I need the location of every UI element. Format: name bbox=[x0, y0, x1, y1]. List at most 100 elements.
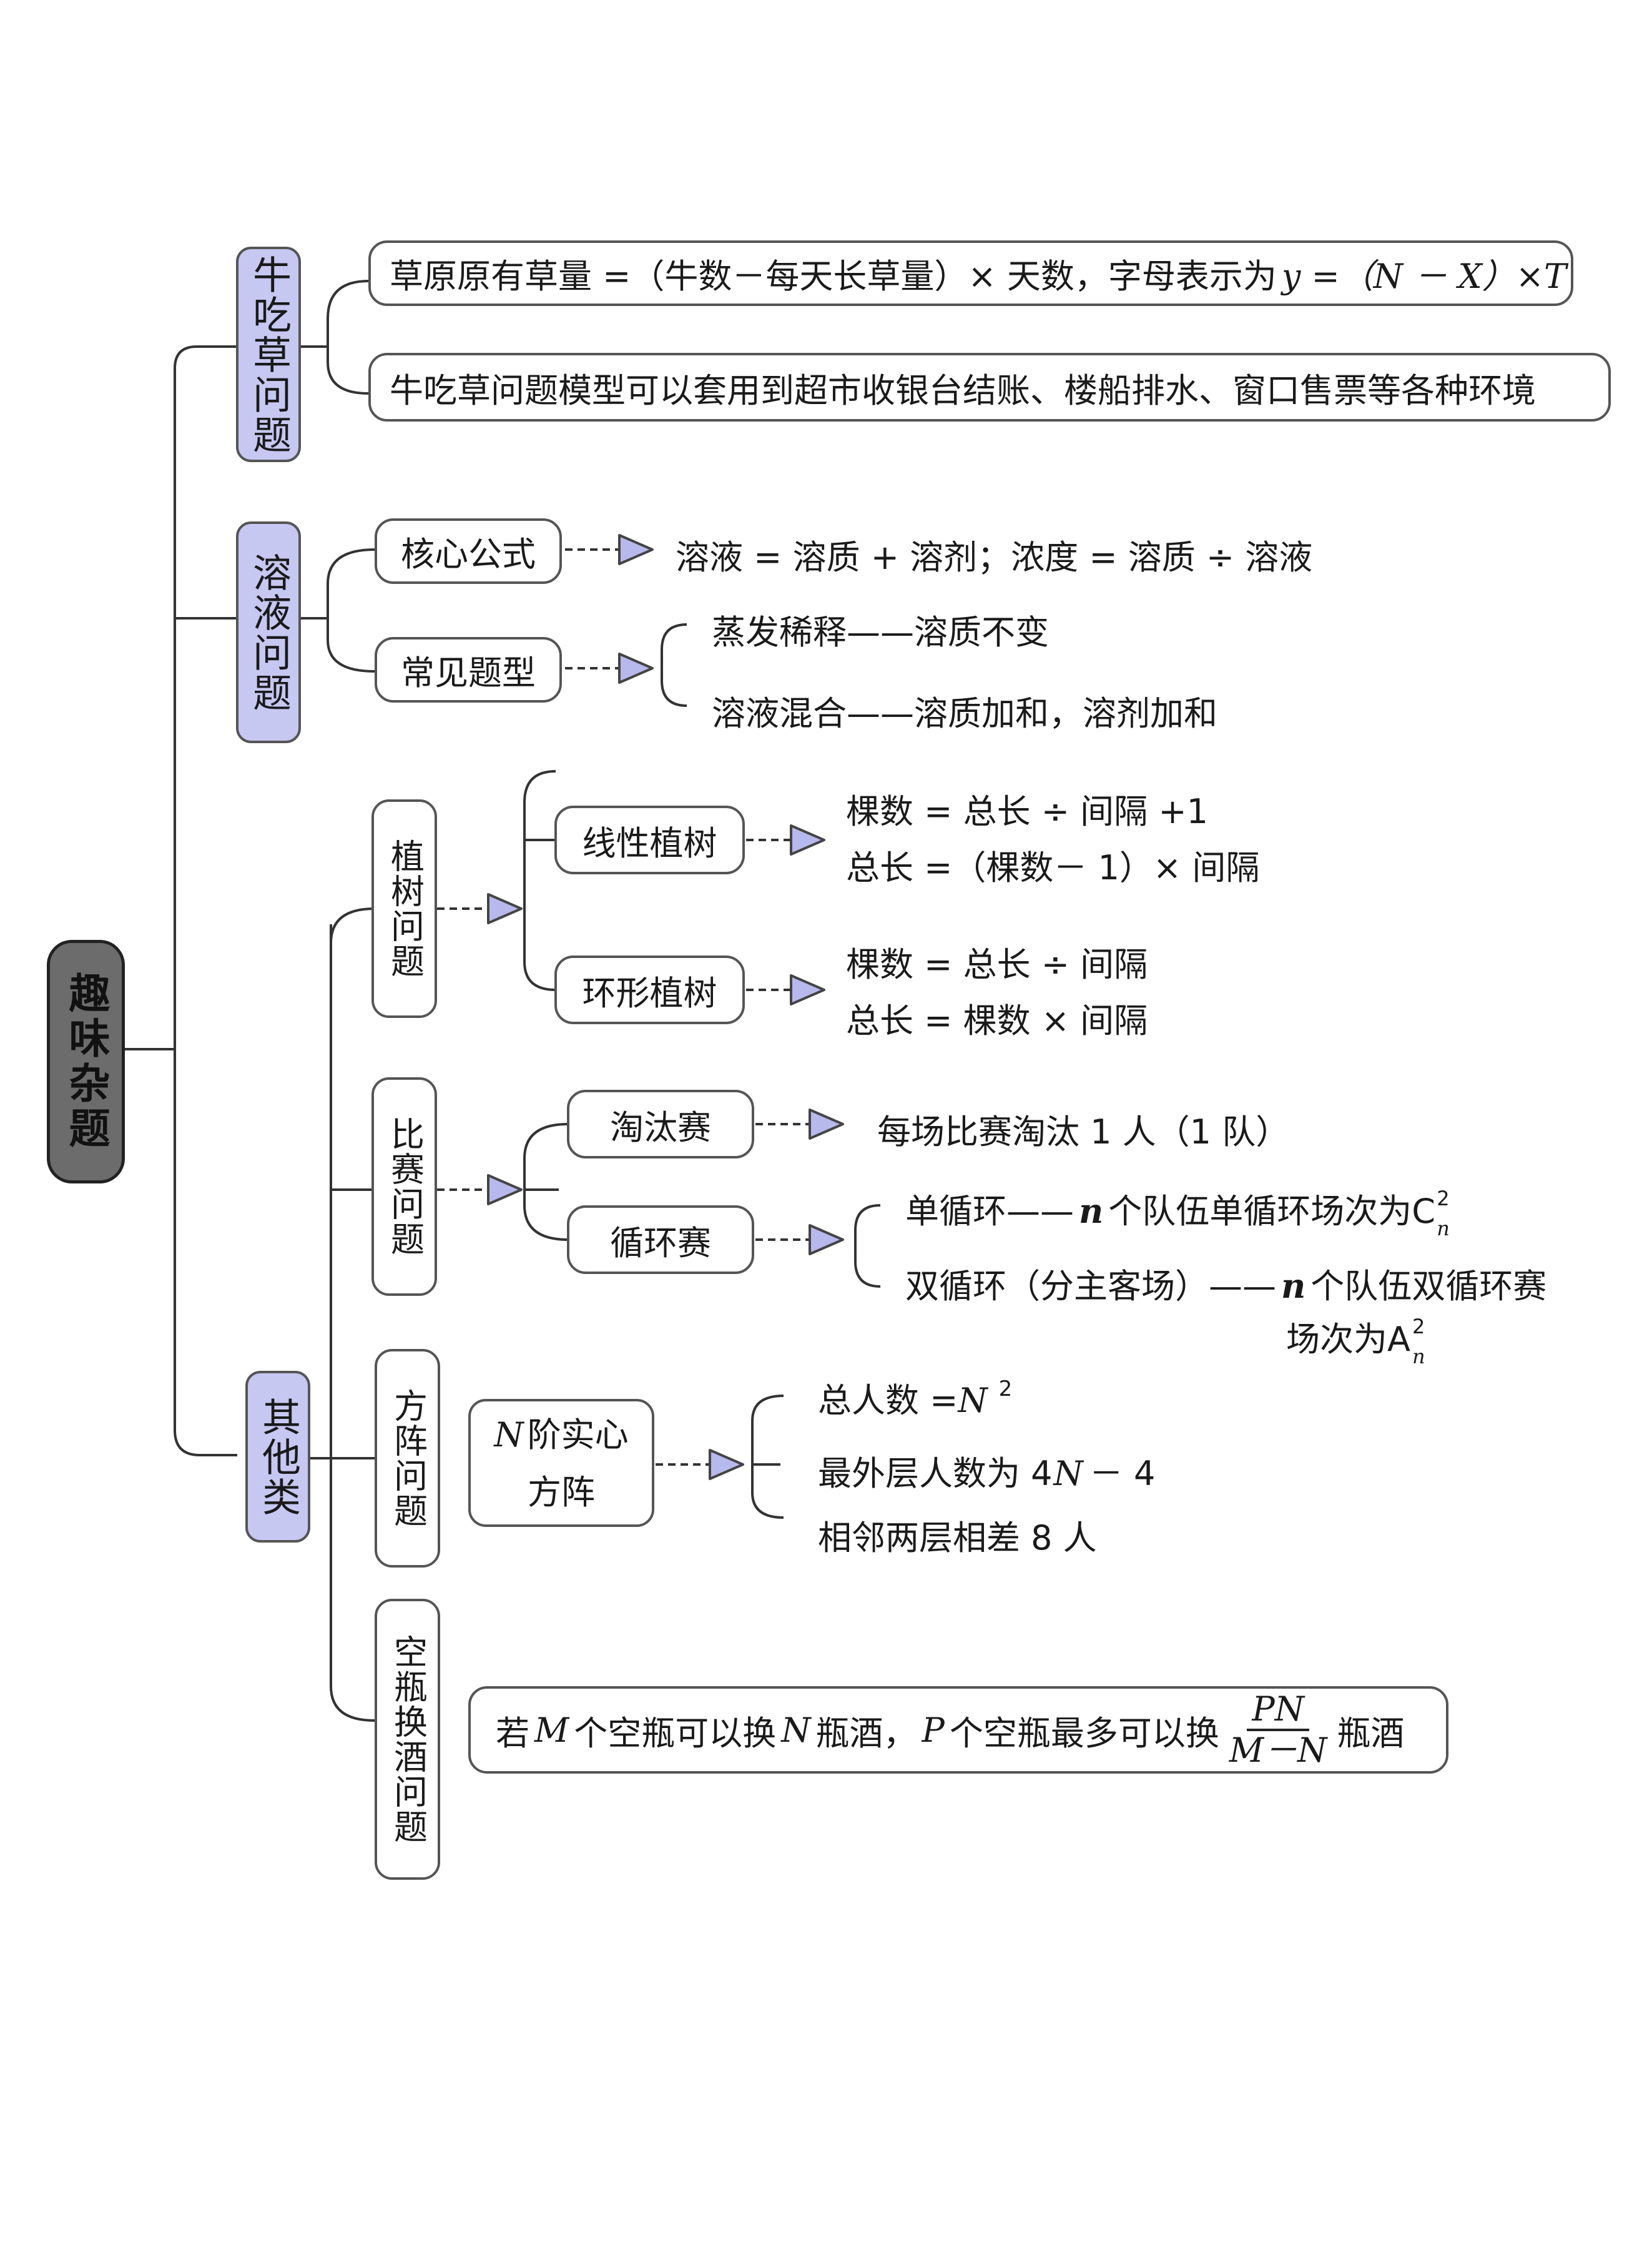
solid-square-n: N bbox=[494, 1415, 524, 1454]
arrow-types bbox=[618, 653, 654, 684]
tree-problem-label: 植树问题 bbox=[385, 839, 425, 979]
combination-letter: C bbox=[1412, 1192, 1435, 1231]
cow-branch bbox=[300, 280, 369, 395]
linear-rule-1: 棵数 = 总长 ÷ 间隔 +1 bbox=[846, 792, 1208, 831]
knockout-rule: 每场比赛淘汰 1 人（1 队） bbox=[877, 1112, 1290, 1152]
arrow-round bbox=[809, 1224, 844, 1255]
round-bracket bbox=[854, 1204, 881, 1288]
category-other-label: 其他类 bbox=[255, 1396, 301, 1517]
bottle-t5: 瓶酒 bbox=[1337, 1713, 1405, 1753]
match-problem-label: 比赛问题 bbox=[385, 1117, 425, 1257]
square-problem-box: 方阵问题 bbox=[375, 1349, 440, 1568]
category-solution: 溶液问题 bbox=[236, 521, 301, 743]
knockout-label: 淘汰赛 bbox=[610, 1107, 711, 1147]
round-robin-box: 循环赛 bbox=[567, 1205, 754, 1274]
arrow-linear bbox=[790, 824, 825, 856]
linear-planting-box: 线性植树 bbox=[554, 806, 745, 874]
ring-planting-label: 环形植树 bbox=[582, 973, 717, 1013]
cow-note-box: 牛吃草问题模型可以套用到超市收银台结账、楼船排水、窗口售票等各种环境 bbox=[368, 353, 1611, 422]
round-robin-label: 循环赛 bbox=[610, 1223, 711, 1263]
cow-formula-math: y =（N － X）×T bbox=[1281, 257, 1567, 296]
core-formula-text: 溶液 = 溶质 + 溶剂；浓度 = 溶质 ÷ 溶液 bbox=[676, 538, 1313, 577]
single-round-b: 个队伍单循环场次为 bbox=[1108, 1192, 1412, 1231]
category-cow-label: 牛吃草问题 bbox=[246, 254, 292, 455]
combination-sup: 2 bbox=[1437, 1187, 1450, 1210]
solution-type-bracket bbox=[661, 623, 687, 707]
core-formula-label: 核心公式 bbox=[401, 535, 536, 574]
arrow-match bbox=[487, 1174, 523, 1205]
ring-rule-2: 总长 = 棵数 × 间隔 bbox=[846, 1001, 1148, 1040]
bottle-frac-num: PN bbox=[1247, 1690, 1309, 1731]
arrangement-sub: n bbox=[1412, 1345, 1425, 1368]
solution-type-2: 溶液混合——溶质加和，溶剂加和 bbox=[712, 694, 1217, 733]
arrangement-sup: 2 bbox=[1412, 1315, 1425, 1338]
arrow-tree bbox=[487, 893, 523, 924]
core-formula-box: 核心公式 bbox=[375, 518, 562, 584]
linear-planting-label: 线性植树 bbox=[582, 823, 717, 863]
root-title: 趣味杂题 bbox=[62, 972, 111, 1152]
linear-rule-2: 总长 =（棵数－ 1）× 间隔 bbox=[846, 848, 1260, 887]
single-round-a: 单循环—— bbox=[905, 1192, 1074, 1231]
match-problem-box: 比赛问题 bbox=[371, 1077, 437, 1296]
arrow-ring bbox=[790, 974, 825, 1005]
bottle-m1: M bbox=[534, 1710, 569, 1750]
cow-note: 牛吃草问题模型可以套用到超市收银台结账、楼船排水、窗口售票等各种环境 bbox=[390, 370, 1536, 410]
square-bracket bbox=[751, 1395, 784, 1519]
bottle-m3: P bbox=[922, 1710, 945, 1750]
square-total-a: 总人数 = bbox=[818, 1381, 958, 1420]
common-types-box: 常见题型 bbox=[375, 637, 562, 703]
root-node: 趣味杂题 bbox=[47, 940, 125, 1183]
arrow-square bbox=[709, 1449, 744, 1480]
arrow-core bbox=[618, 534, 654, 565]
solution-type-1: 蒸发稀释——溶质不变 bbox=[712, 613, 1049, 652]
square-outer-n: N bbox=[1053, 1454, 1083, 1493]
bottle-frac-den: M－N bbox=[1229, 1731, 1327, 1770]
square-problem-label: 方阵问题 bbox=[388, 1388, 428, 1528]
solid-square-text1: 阶实心 bbox=[527, 1415, 629, 1454]
ring-rule-1: 棵数 = 总长 ÷ 间隔 bbox=[846, 945, 1148, 984]
bottle-t3: 瓶酒， bbox=[815, 1713, 917, 1753]
bottle-t4: 个空瓶最多可以换 bbox=[949, 1713, 1219, 1753]
bottle-m2: N bbox=[781, 1710, 811, 1750]
arrangement-letter: A bbox=[1387, 1320, 1410, 1359]
category-other: 其他类 bbox=[245, 1371, 310, 1543]
knockout-box: 淘汰赛 bbox=[567, 1090, 754, 1158]
square-adjacent: 相邻两层相差 8 人 bbox=[818, 1518, 1097, 1558]
solution-branch bbox=[300, 548, 375, 673]
square-outer: 最外层人数为 4N－ 4 bbox=[818, 1446, 1155, 1495]
square-outer-a: 最外层人数为 4 bbox=[818, 1454, 1053, 1493]
tree-problem-box: 植树问题 bbox=[371, 799, 437, 1018]
category-cow: 牛吃草问题 bbox=[236, 247, 301, 462]
bottle-problem-label: 空瓶换酒问题 bbox=[388, 1634, 428, 1844]
cow-formula-text: 草原原有草量 =（牛数－每天长草量）× 天数，字母表示为 bbox=[390, 257, 1277, 296]
common-types-label: 常见题型 bbox=[401, 653, 536, 693]
double-round-c: 场次为 bbox=[1286, 1320, 1387, 1359]
combination-sub: n bbox=[1437, 1217, 1450, 1240]
ring-planting-box: 环形植树 bbox=[554, 956, 745, 1024]
double-round-b: 个队伍双循环赛 bbox=[1310, 1267, 1547, 1306]
match-sub-branch bbox=[523, 1123, 569, 1241]
square-total-n: N bbox=[958, 1381, 988, 1420]
square-total-sup: 2 bbox=[998, 1376, 1013, 1401]
single-round-n: n bbox=[1079, 1191, 1104, 1231]
trunk-line bbox=[122, 345, 237, 1456]
bottle-problem-box: 空瓶换酒问题 bbox=[375, 1599, 440, 1880]
other-branch bbox=[300, 907, 375, 1722]
square-outer-b: － 4 bbox=[1089, 1454, 1156, 1493]
category-solution-label: 溶液问题 bbox=[246, 552, 292, 713]
tree-sub-branch bbox=[523, 770, 559, 991]
solid-square-line2: 方阵 bbox=[528, 1473, 595, 1512]
double-round-a: 双循环（分主客场）—— bbox=[905, 1267, 1276, 1306]
bottle-t2: 个空瓶可以换 bbox=[574, 1713, 777, 1753]
